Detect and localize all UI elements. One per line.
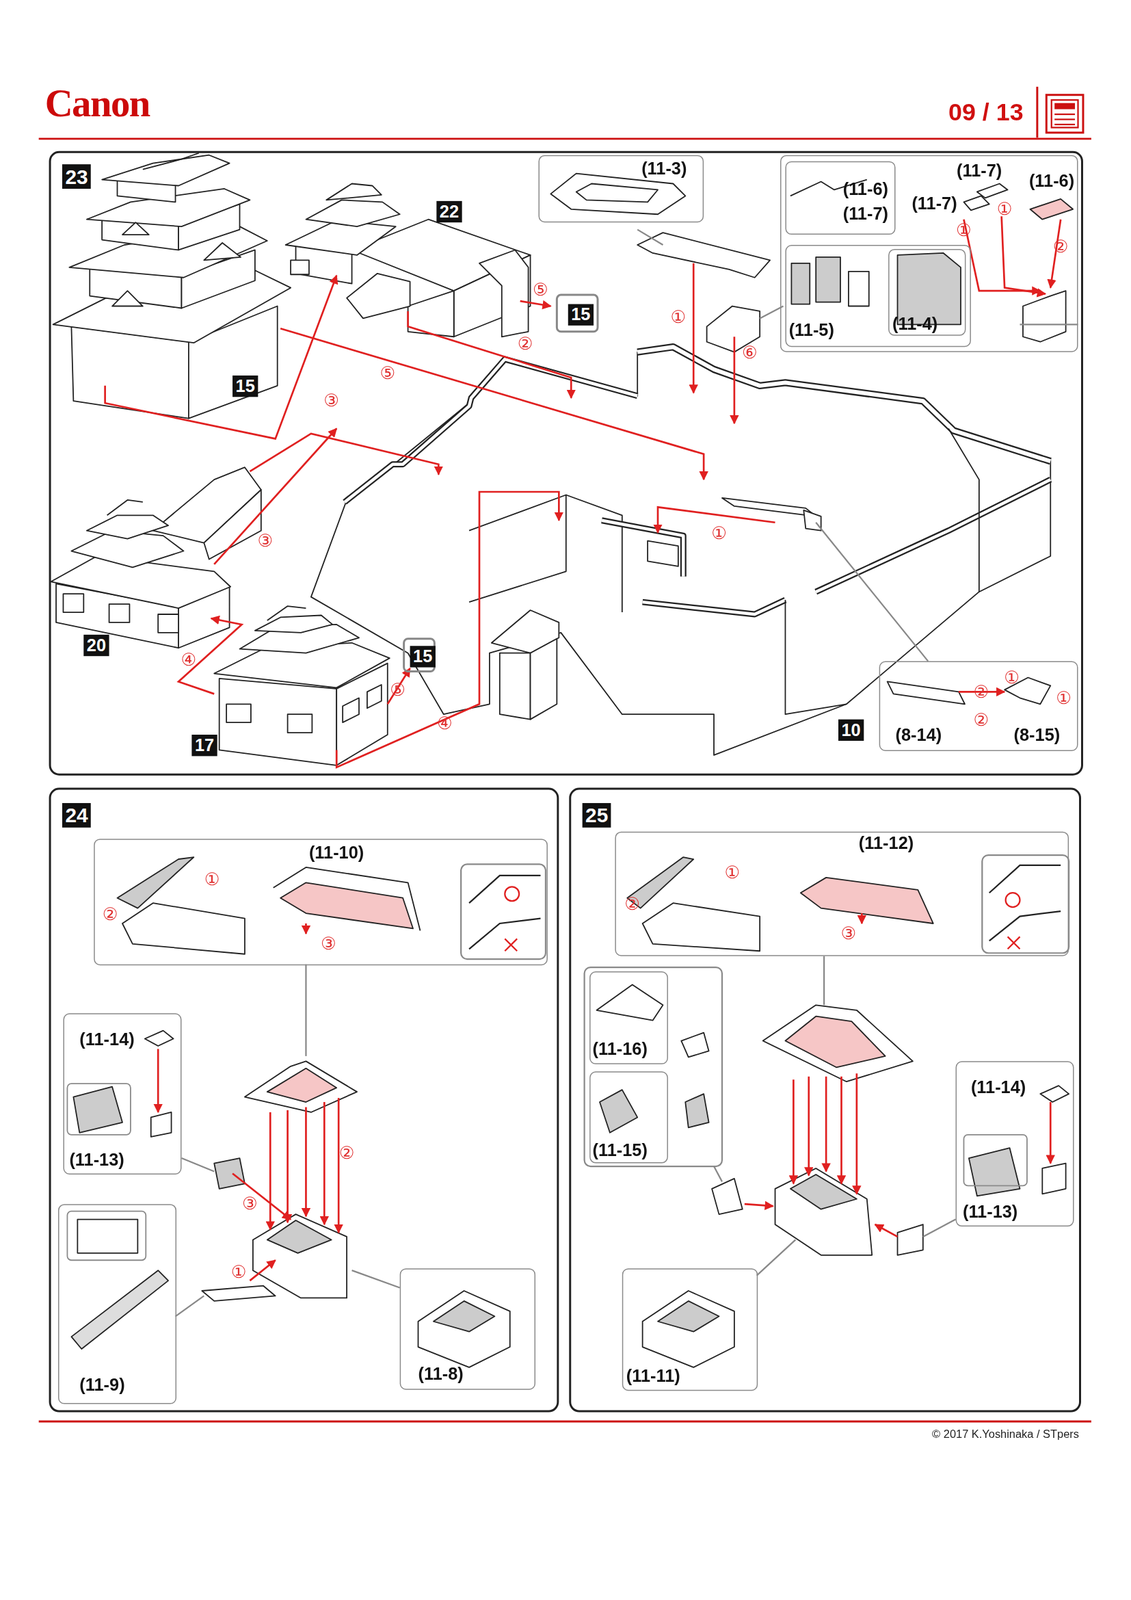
step-reference-number: 15: [568, 304, 594, 326]
detail-inset: (11-4): [888, 248, 966, 336]
detail-inset: (11-14) (11-13): [62, 1012, 182, 1175]
part-label: (11-15): [592, 1141, 648, 1159]
part-label: (11-14): [79, 1030, 135, 1048]
part-label: (11-10): [309, 843, 364, 861]
callout-number: ⑤: [532, 281, 549, 299]
detail-inset: (11-8): [400, 1267, 536, 1390]
part-label: (8-15): [1014, 726, 1061, 744]
part-label: (11-7): [843, 204, 889, 222]
step-panel: 25(11-12)(11-16)(11-15)(11-14)(11-13)(11…: [568, 787, 1082, 1413]
callout-number: ②: [517, 335, 534, 353]
part-label: (11-13): [962, 1202, 1018, 1220]
callout-number: ③: [320, 934, 337, 952]
detail-inset: (11-14) (11-13): [955, 1060, 1075, 1227]
part-label: (8-14): [895, 726, 943, 744]
part-label: (11-13): [69, 1150, 124, 1168]
detail-inset: (11-11): [622, 1267, 758, 1391]
part-label: (11-16): [592, 1040, 648, 1058]
callout-number: ③: [257, 531, 273, 550]
step-number: 24: [62, 802, 91, 828]
callout-number: ①: [724, 863, 741, 881]
detail-inset: (11-3): [538, 155, 705, 223]
detail-inset: (11-16): [589, 970, 669, 1064]
part-label: (11-14): [970, 1078, 1026, 1096]
callout-number: ①: [1003, 668, 1020, 686]
part-label: (11-5): [789, 320, 835, 338]
detail-inset: (11-15): [589, 1070, 669, 1163]
part-label: (11-7): [956, 162, 1002, 180]
step-panel: 23(11-3)(11-7)(11-7)(11-6)(11-6)(11-7)(1…: [49, 151, 1084, 776]
callout-number: ①: [231, 1262, 247, 1281]
callout-number: ④: [181, 650, 197, 669]
brand-logo: Canon: [45, 83, 150, 123]
copyright-note: © 2017 K.Yoshinaka / STpers: [932, 1427, 1080, 1439]
callout-number: ③: [841, 924, 857, 942]
callout-number: ②: [339, 1143, 355, 1162]
callout-number: ①: [996, 200, 1013, 218]
callout-number: ③: [242, 1195, 258, 1213]
part-number: 22: [436, 201, 462, 223]
part-label: (11-4): [892, 315, 938, 333]
callout-number: ②: [1053, 237, 1069, 256]
callout-number: ①: [670, 308, 686, 326]
callout-number: ⑥: [741, 343, 758, 362]
detail-inset: (11-5) (11-4): [784, 244, 971, 347]
part-label: (11-12): [858, 834, 914, 852]
callout-number: ②: [973, 711, 989, 729]
callout-number: ④: [436, 714, 453, 732]
part-label: (11-9): [79, 1375, 125, 1393]
part-number: 10: [838, 719, 864, 741]
part-label: (11-7): [911, 194, 957, 212]
callout-number: ⑤: [389, 681, 406, 699]
step-reference: 15: [402, 637, 436, 673]
callout-number: ③: [323, 392, 340, 410]
part-label: (11-6): [1029, 172, 1075, 190]
callout-number: ②: [624, 895, 641, 913]
page-number: 09 / 13: [948, 99, 1023, 125]
step-number: 25: [582, 802, 612, 828]
detail-inset: (11-6) (11-7): [784, 160, 896, 234]
step-reference: 15: [555, 294, 600, 334]
callout-number: ①: [1055, 689, 1072, 707]
detail-inset: (11-9): [58, 1203, 177, 1404]
step-panel: 24 (11-10) (11-14) (11-13) (11-9) (11-8): [49, 787, 560, 1413]
step-reference-number: 15: [410, 645, 436, 667]
detail-inset: (8-14) (8-15): [879, 661, 1079, 751]
callout-number: ⑤: [379, 364, 396, 382]
callout-number: ①: [711, 524, 727, 542]
part-number: 20: [83, 634, 109, 656]
part-label: (11-3): [641, 160, 687, 178]
step-number: 23: [62, 164, 91, 189]
callout-number: ①: [204, 870, 221, 888]
callout-number: ②: [973, 683, 989, 701]
callout-number: ①: [955, 221, 972, 239]
part-number: 17: [191, 734, 217, 756]
part-label: (11-11): [626, 1366, 681, 1385]
callout-number: ②: [102, 905, 119, 923]
part-label: (11-8): [418, 1364, 464, 1382]
detail-inset: (11-7)(11-7)(11-6)(11-6)(11-7)(11-5)(11-…: [780, 155, 1079, 353]
part-label: (11-6): [843, 179, 889, 197]
part-number: 15: [232, 375, 258, 397]
